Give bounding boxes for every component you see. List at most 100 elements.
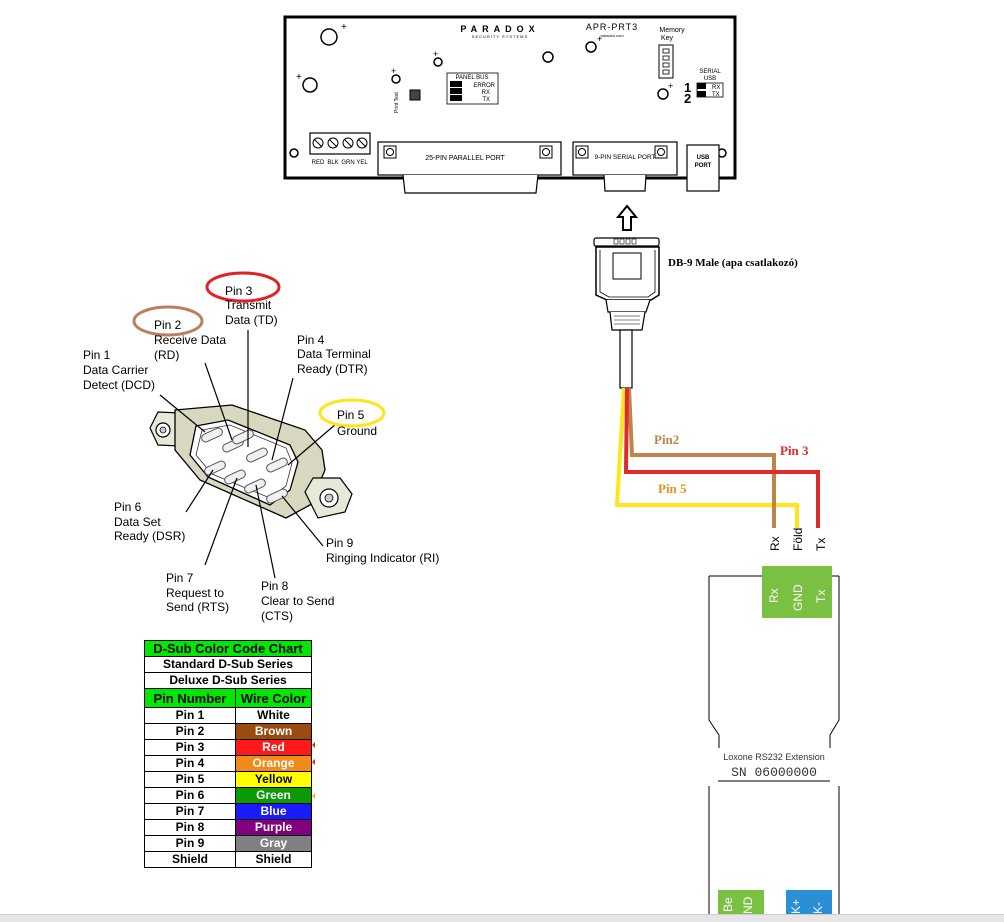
pin8-line1: Pin 8 [261, 579, 289, 593]
pin9-line2: Ringing Indicator (RI) [326, 551, 439, 565]
usb-port: USB PORT [686, 144, 720, 192]
model-text: APR-PRT3 [586, 22, 638, 32]
pin8-line3: (CTS) [261, 609, 293, 623]
svg-text:+: + [391, 66, 396, 76]
switch-label-rx: RX [712, 85, 720, 91]
terminal-block: RED BLK GRN YEL [309, 132, 371, 166]
table-cell-pin: Pin 6 [144, 787, 236, 804]
db9-male-connector [593, 237, 660, 389]
table-cell-pin: Pin 5 [144, 771, 236, 788]
usb-label: USB [704, 76, 716, 82]
pin2-highlight [132, 305, 204, 337]
pin7-line3: Send (RTS) [166, 600, 229, 614]
rs232-extension: Rx GND Tx Loxone RS232 Extension SN 0600… [708, 566, 840, 916]
pin4-line3: Ready (DTR) [297, 362, 368, 376]
svg-text:+: + [433, 49, 438, 59]
usb-port-label-2: PORT [695, 163, 712, 169]
table-cell-wire-color: Orange [235, 755, 312, 772]
pin3-line3: Data (TD) [225, 313, 278, 327]
db9-pinout-drawing [132, 271, 386, 579]
paradox-board: + + + + + + PARADOX SECURITY SYSTEMS APR… [283, 15, 737, 194]
parallel-port: 25-PIN PARALLEL PORT [377, 141, 562, 194]
pin1-line2: Data Carrier [83, 363, 148, 377]
table-cell-wire-color: Shield [235, 851, 312, 868]
ext-terminal-tx: Tx [814, 590, 828, 603]
svg-text:+: + [597, 34, 602, 44]
wires [614, 387, 820, 528]
pin4-line2: Data Terminal [297, 347, 371, 361]
horizontal-scrollbar[interactable] [0, 914, 1004, 922]
wire-label-pin5: Pin 5 [658, 481, 687, 496]
table-header-color: Wire Color [235, 688, 312, 708]
rotated-label-fold: Föld [791, 528, 805, 551]
switch-label-tx: TX [712, 92, 720, 98]
ext-terminal-rx: Rx [767, 588, 781, 603]
panel-bus-rx: RX [482, 90, 490, 96]
website-text: paradox.com [600, 33, 624, 38]
table-cell-pin: Pin 9 [144, 835, 236, 852]
svg-text:+: + [341, 22, 347, 33]
table-cell-wire-color: Gray [235, 835, 312, 852]
switch-num-2: 2 [684, 91, 691, 106]
pin1-line1: Pin 1 [83, 348, 111, 362]
table-cell-pin: Pin 3 [144, 739, 236, 756]
ext-terminal-gnd: GND [791, 584, 805, 611]
svg-text:+: + [668, 81, 673, 91]
table-cell-pin: Pin 7 [144, 803, 236, 820]
pin8-line2: Clear to Send [261, 594, 334, 608]
pin3-line2: Transmit [225, 298, 272, 312]
panel-bus-title: PANEL BUS [455, 75, 488, 81]
up-arrow-icon [615, 204, 639, 231]
memory-key-header [658, 44, 674, 79]
wire-pin3 [623, 387, 820, 528]
terminal-yel: YEL [356, 160, 368, 166]
table-series-deluxe: Deluxe D-Sub Series [144, 672, 312, 689]
terminal-blk: BLK [327, 160, 338, 166]
pin2-line3: (RD) [154, 348, 179, 362]
extension-serial: SN 06000000 [731, 765, 817, 780]
wire-pin5 [614, 387, 799, 528]
table-cell-wire-color: Brown [235, 723, 312, 740]
pin6-line1: Pin 6 [114, 500, 142, 514]
pin3-line1: Pin 3 [225, 284, 253, 298]
wire-label-pin2: Pin2 [654, 432, 679, 447]
table-cell-pin: Shield [144, 851, 236, 868]
rotated-label-rx: Rx [768, 536, 782, 551]
wire-pin2 [627, 387, 776, 528]
table-cell-pin: Pin 1 [144, 707, 236, 724]
table-cell-wire-color: Green [235, 787, 312, 804]
pin5-line2: Ground [337, 424, 377, 438]
table-cell-pin: Pin 4 [144, 755, 236, 772]
table-title: D-Sub Color Code Chart [144, 640, 312, 657]
terminal-red: RED [312, 160, 325, 166]
pin6-line3: Ready (DSR) [114, 529, 185, 543]
extension-bottom-left-block [718, 890, 764, 916]
serial-port: 9-PIN SERIAL PORT [572, 141, 678, 192]
color-code-table: D-Sub Color Code Chart Standard D-Sub Se… [144, 640, 312, 868]
ext-bottom-kminus: K- [811, 902, 825, 914]
pin1-line3: Detect (DCD) [83, 378, 155, 392]
table-series-standard: Standard D-Sub Series [144, 656, 312, 673]
extension-name: Loxone RS232 Extension [723, 752, 825, 762]
table-cell-wire-color: Purple [235, 819, 312, 836]
pin9-line1: Pin 9 [326, 536, 354, 550]
connector-label: DB-9 Male (apa csatlakozó) [668, 257, 798, 269]
print-test-label: Print Test [394, 92, 400, 113]
table-cell-wire-color: Blue [235, 803, 312, 820]
pin5-highlight [318, 398, 386, 428]
pin2-line1: Pin 2 [154, 318, 182, 332]
pin5-line1: Pin 5 [337, 408, 365, 422]
pin6-line2: Data Set [114, 515, 161, 529]
pin4-line1: Pin 4 [297, 333, 325, 347]
terminal-grn: GRN [341, 160, 354, 166]
parallel-port-label: 25-PIN PARALLEL PORT [425, 155, 505, 162]
switch-num-1: 1 [684, 80, 691, 95]
table-cell-wire-color: Red [235, 739, 312, 756]
table-cell-wire-color: White [235, 707, 312, 724]
